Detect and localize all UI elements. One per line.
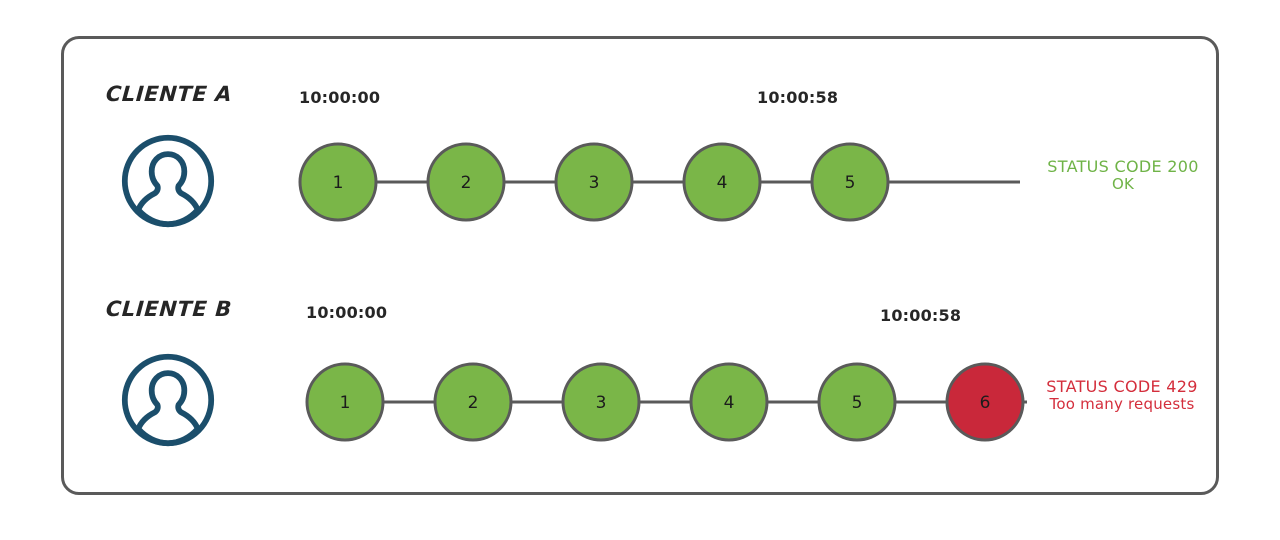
request-node-a-1[interactable]: 1: [298, 142, 378, 222]
end-time-a: 10:00:58: [757, 88, 839, 107]
client-label-b: CLIENTE B: [105, 297, 233, 321]
request-node-a-2-label: 2: [461, 173, 472, 193]
request-chain-b: 1 2 3 4 5 6: [297, 350, 1027, 459]
request-node-a-4-label: 4: [717, 173, 728, 193]
status-block-b: STATUS CODE 429 Too many requests: [1022, 378, 1222, 413]
start-time-b: 10:00:00: [306, 303, 388, 322]
request-node-b-5[interactable]: 5: [817, 362, 897, 442]
request-node-b-2-label: 2: [468, 393, 479, 413]
request-node-b-5-label: 5: [852, 393, 863, 413]
user-avatar-icon: [121, 134, 215, 228]
request-node-b-6[interactable]: 6: [945, 362, 1025, 442]
request-node-b-2[interactable]: 2: [433, 362, 513, 442]
request-node-a-5[interactable]: 5: [810, 142, 890, 222]
request-node-a-2[interactable]: 2: [426, 142, 506, 222]
start-time-a: 10:00:00: [299, 88, 381, 107]
request-node-b-3-label: 3: [596, 393, 607, 413]
avatar-a: [120, 133, 216, 229]
request-node-a-3-label: 3: [589, 173, 600, 193]
request-node-b-4[interactable]: 4: [689, 362, 769, 442]
end-time-b: 10:00:58: [880, 306, 962, 325]
request-node-a-4[interactable]: 4: [682, 142, 762, 222]
client-label-a: CLIENTE A: [105, 82, 234, 106]
request-node-b-6-label: 6: [980, 393, 991, 413]
user-avatar-icon: [121, 353, 215, 447]
request-node-a-1-label: 1: [333, 173, 344, 193]
request-node-b-3[interactable]: 3: [561, 362, 641, 442]
request-node-b-1-label: 1: [340, 393, 351, 413]
status-message-b: Too many requests: [1049, 394, 1195, 413]
status-code-a: STATUS CODE 200: [1047, 157, 1199, 176]
diagram-frame: [61, 36, 1219, 495]
avatar-b: [120, 352, 216, 448]
status-block-a: STATUS CODE 200 OK: [1028, 158, 1218, 193]
status-message-a: OK: [1111, 174, 1135, 193]
request-node-a-3[interactable]: 3: [554, 142, 634, 222]
request-node-b-4-label: 4: [724, 393, 735, 413]
request-node-a-5-label: 5: [845, 173, 856, 193]
request-node-b-1[interactable]: 1: [305, 362, 385, 442]
request-chain-a: 1 2 3 4 5: [290, 130, 1030, 239]
status-code-b: STATUS CODE 429: [1046, 377, 1198, 396]
